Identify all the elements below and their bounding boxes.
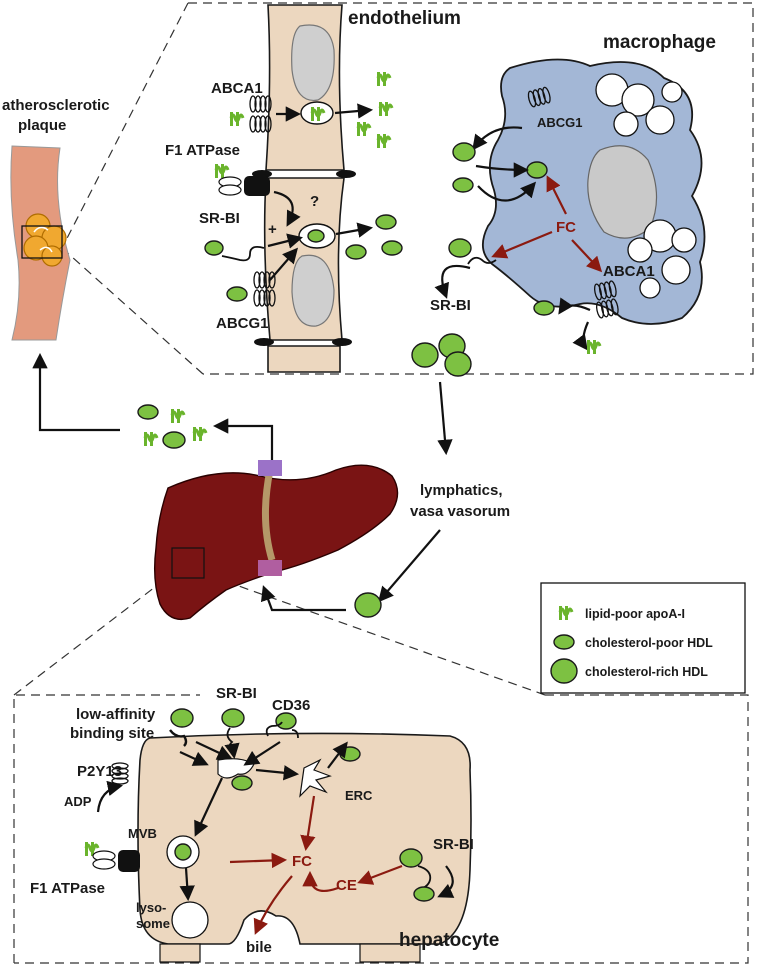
srbi-hep-right-label: SR-BI [433, 836, 474, 853]
abca1-mac-label: ABCA1 [603, 263, 655, 280]
small-hdl-icon [452, 177, 474, 193]
apoa1-icon [228, 110, 245, 128]
mvb-label: MVB [128, 826, 157, 841]
legend-item-apoa1: lipid-poor apoA-I [585, 607, 685, 621]
srbi-receptor-icon [204, 240, 265, 262]
bile-duct [262, 469, 276, 562]
liver-icon [153, 460, 399, 621]
small-hdl-icon [533, 300, 555, 316]
lysosome-label-2: some [136, 916, 170, 931]
small-hdl-icon [375, 214, 397, 230]
plaque-label-1: atherosclerotic [2, 97, 110, 114]
nucleus-icon [587, 145, 658, 239]
artery-segment [10, 145, 71, 341]
abcg1-endo-label: ABCG1 [216, 315, 269, 332]
small-hdl-icon [345, 244, 367, 260]
hepatocyte-cell [137, 732, 472, 963]
hepatocyte-label: hepatocyte [399, 930, 499, 951]
lipid-droplets [595, 73, 697, 299]
apoa1-icon [585, 338, 602, 356]
large-hdl-icon [162, 431, 186, 449]
adp-label: ADP [64, 794, 92, 809]
large-hdl-icon [444, 351, 472, 377]
abca1-endo-label: ABCA1 [211, 80, 263, 97]
large-hdl-icon [221, 708, 245, 728]
large-hdl-icon [275, 712, 297, 730]
ce-label: CE [336, 877, 357, 894]
fc-mac-label: FC [556, 219, 576, 236]
large-hdl-icon [170, 708, 194, 728]
lysosome-label-1: lyso- [136, 900, 166, 915]
f1-atpase-endo-label: F1 ATPase [165, 142, 240, 159]
large-hdl-icon [550, 658, 578, 684]
apoa1-icon [191, 425, 208, 443]
endothelial-cells [252, 4, 356, 373]
small-hdl-icon [413, 886, 435, 902]
f1-atpase-hep-icon [83, 840, 140, 872]
f1-atpase-hep-label: F1 ATPase [30, 880, 105, 897]
p2y13-label: P2Y13 [77, 763, 122, 780]
lymphatics-label-2: vasa vasorum [410, 503, 510, 520]
srbi-endo-label: SR-BI [199, 210, 240, 227]
plaque-icon [23, 213, 67, 267]
endothelium-label: endothelium [348, 8, 461, 29]
srbi-mac-label: SR-BI [430, 297, 471, 314]
f1-atpase-icon [213, 162, 270, 196]
bile-label: bile [246, 939, 272, 956]
cd36-label: CD36 [272, 697, 310, 714]
apoa1-icon [375, 70, 392, 88]
macrophage-cell [482, 58, 706, 325]
legend: lipid-poor apoA-I cholesterol-poor HDL c… [540, 582, 746, 694]
erc-label: ERC [345, 788, 373, 803]
small-hdl-icon [137, 404, 159, 420]
question-mark: ? [310, 193, 319, 210]
small-hdl-icon [226, 286, 248, 302]
low-affinity-label-1: low-affinity [76, 706, 156, 723]
srbi-hep-top-label: SR-BI [216, 685, 257, 702]
apoa1-icon [377, 100, 394, 118]
low-affinity-label-2: binding site [70, 725, 154, 742]
small-hdl-icon [553, 634, 575, 650]
nucleus-icon [291, 24, 335, 102]
small-hdl-icon [452, 142, 476, 162]
apoa1-icon [355, 120, 372, 138]
small-hdl-icon [231, 775, 253, 791]
large-hdl-icon [354, 592, 382, 618]
nucleus-icon [291, 254, 335, 327]
apoa1-icon [169, 407, 186, 425]
plus-sign: + [268, 221, 277, 238]
srbi-mac-receptor-icon [448, 238, 497, 265]
lymphatics-label-1: lymphatics, [420, 482, 503, 499]
zoom-box-liver [171, 547, 205, 579]
large-hdl-icon [411, 342, 439, 368]
macrophage-label: macrophage [603, 32, 716, 53]
lysosome-icon [171, 901, 209, 939]
apoa1-icon [375, 132, 392, 150]
erc-icon [299, 758, 332, 798]
legend-item-small-hdl: cholesterol-poor HDL [585, 636, 713, 650]
abcg1-mac-label: ABCG1 [537, 115, 583, 130]
endothelium-macrophage-panel [61, 2, 754, 375]
fc-hep-label: FC [292, 853, 312, 870]
small-hdl-icon [381, 240, 403, 256]
plaque-label-2: plaque [18, 117, 66, 134]
small-hdl-icon [526, 161, 548, 179]
apoa1-icon [142, 430, 159, 448]
legend-item-large-hdl: cholesterol-rich HDL [585, 665, 708, 679]
zoom-box-plaque [21, 225, 63, 259]
